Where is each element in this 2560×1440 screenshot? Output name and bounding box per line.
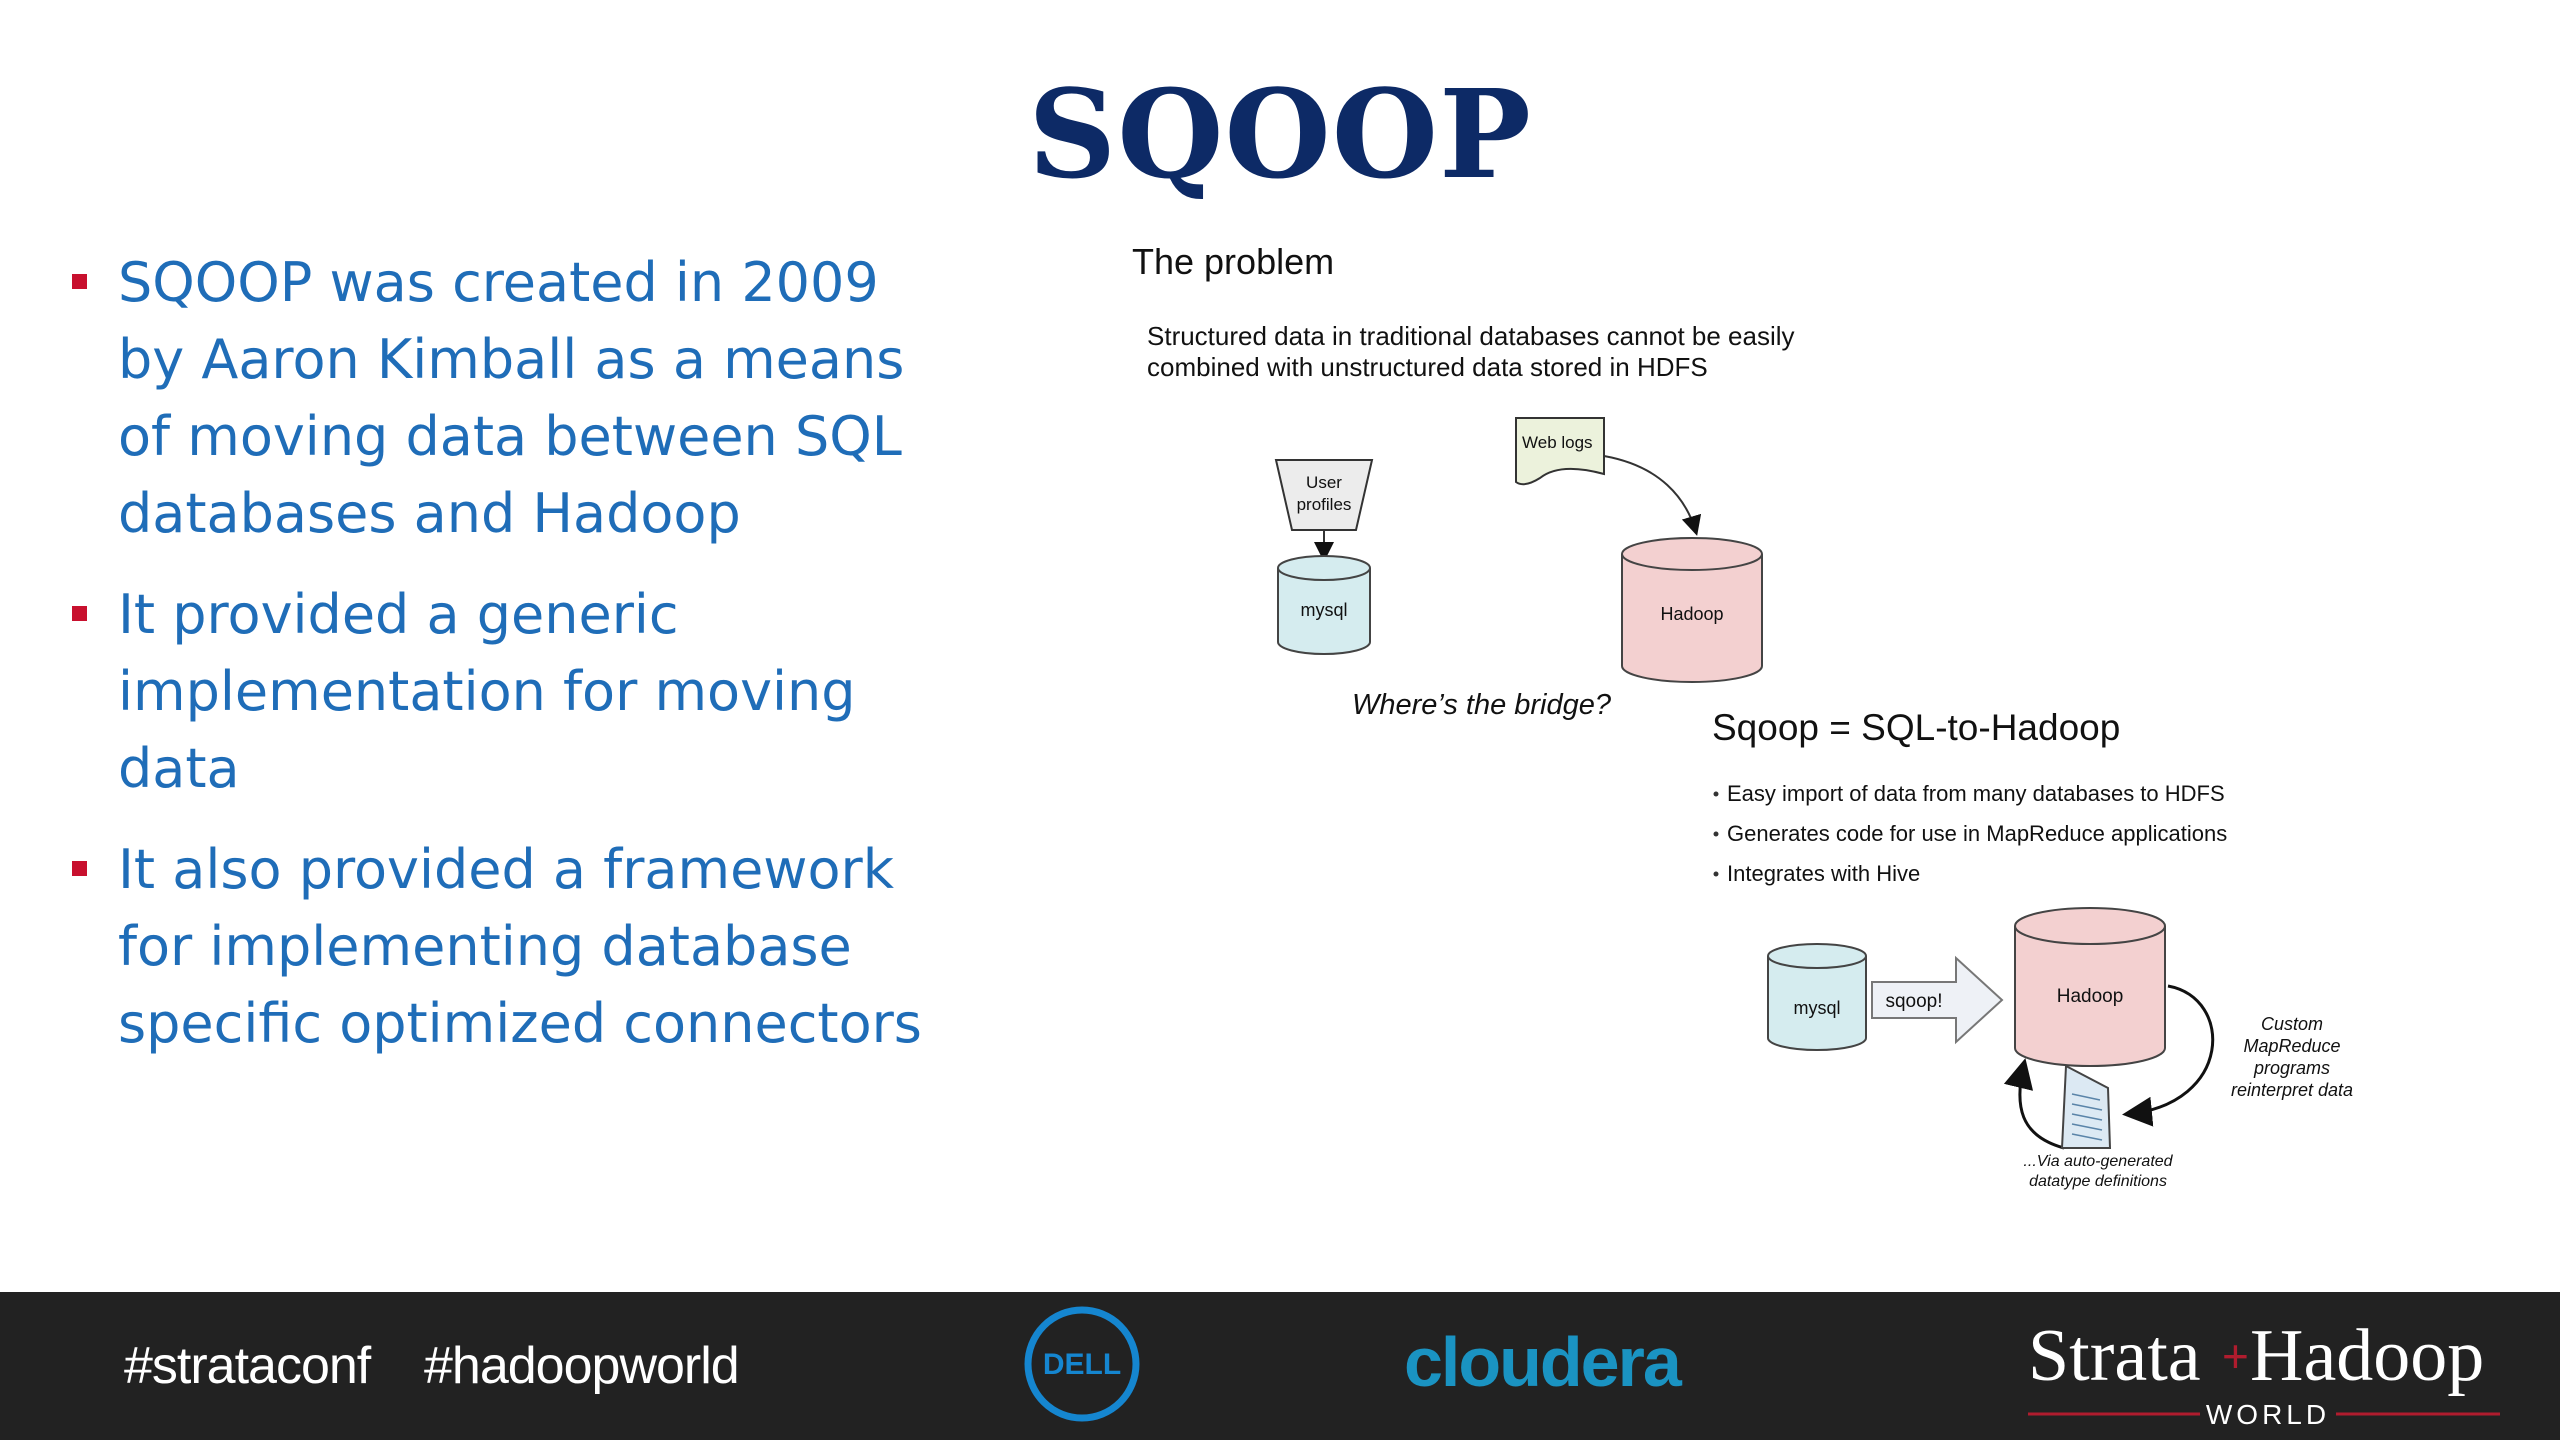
bullet-marker-icon xyxy=(72,274,87,289)
hadoop-top-label: Hadoop xyxy=(1660,604,1723,624)
hashtag-strataconf: #strataconf xyxy=(124,1337,371,1395)
bullet-item: SQOOP was created in 2009 by Aaron Kimba… xyxy=(72,244,932,552)
feature-item: Integrates with Hive xyxy=(1727,861,1920,886)
bullet-text: SQOOP was created in 2009 by Aaron Kimba… xyxy=(118,251,905,545)
feature-item: Easy import of data from many databases … xyxy=(1727,781,2225,806)
hadoop-bottom-cylinder: Hadoop xyxy=(2014,907,2166,1067)
dell-logo-text: DELL xyxy=(1043,1348,1121,1381)
custom-note-line-1: Custom xyxy=(2261,1014,2323,1034)
custom-note-line-2: MapReduce xyxy=(2243,1036,2340,1056)
hadoop-to-definitions-arrow xyxy=(2122,984,2215,1127)
sqoop-arrow: sqoop! xyxy=(1871,955,2004,1045)
mysql-top-label: mysql xyxy=(1300,600,1347,620)
feature-bullet-icon xyxy=(1713,871,1719,877)
problem-heading: The problem xyxy=(1132,241,1334,282)
hashtag-hadoopworld: #hadoopworld xyxy=(424,1337,740,1395)
datatype-definition-file-icon xyxy=(2060,1064,2112,1149)
mysql-bottom-cylinder: mysql xyxy=(1767,943,1867,1051)
hadoop-bottom-label: Hadoop xyxy=(2057,986,2124,1007)
cloudera-logo: cloudera xyxy=(1404,1323,1682,1401)
web-logs-document: Web logs xyxy=(1515,417,1605,486)
sqoop-diagram: The problem Structured data in tradition… xyxy=(1132,241,2353,1190)
strata-hadoop-world-logo: Strata + Hadoop WORLD xyxy=(2028,1315,2500,1430)
bullet-item: It also provided a framework for impleme… xyxy=(72,831,932,1062)
mysql-top-cylinder: mysql xyxy=(1277,555,1371,655)
custom-mapreduce-note: Custom MapReduce programs reinterpret da… xyxy=(2231,1014,2353,1100)
user-profiles-label-2: profiles xyxy=(1297,495,1352,514)
bullet-marker-icon xyxy=(72,606,87,621)
feature-item: Generates code for use in MapReduce appl… xyxy=(1727,821,2227,846)
strata-logo-text: Strata xyxy=(2028,1315,2201,1397)
sqoop-arrow-label: sqoop! xyxy=(1885,991,1942,1012)
autogen-note-line-2: datatype definitions xyxy=(2029,1173,2167,1190)
dell-logo: DELL xyxy=(1024,1306,1140,1422)
mysql-bottom-label: mysql xyxy=(1793,998,1840,1018)
bullet-text: It provided a generic implementation for… xyxy=(118,583,856,800)
bullet-text: It also provided a framework for impleme… xyxy=(118,838,922,1055)
hadoop-logo-text: Hadoop xyxy=(2250,1315,2484,1397)
bullet-item: It provided a generic implementation for… xyxy=(72,576,932,807)
feature-bullet-icon xyxy=(1713,831,1719,837)
autogen-note: ...Via auto-generated datatype definitio… xyxy=(2023,1153,2173,1190)
autogen-note-line-1: ...Via auto-generated xyxy=(2023,1153,2173,1170)
custom-note-line-4: reinterpret data xyxy=(2231,1080,2353,1100)
bridge-question: Where’s the bridge? xyxy=(1352,689,1612,721)
feature-list: Easy import of data from many databases … xyxy=(1713,781,2227,886)
hadoop-top-cylinder: Hadoop xyxy=(1621,537,1763,683)
footer-bar: #strataconf #hadoopworld DELL cloudera S… xyxy=(0,1292,2560,1440)
problem-text-line-1: Structured data in traditional databases… xyxy=(1147,321,1795,351)
problem-text-line-2: combined with unstructured data stored i… xyxy=(1147,352,1708,382)
user-profiles-label-1: User xyxy=(1306,473,1342,492)
definitions-to-hadoop-arrow xyxy=(2003,1058,2065,1150)
slide-title: SQOOP xyxy=(1028,62,1532,206)
weblogs-to-hadoop-arrow xyxy=(1603,455,1702,536)
web-logs-label: Web logs xyxy=(1522,433,1593,452)
world-logo-text: WORLD xyxy=(2206,1399,2330,1430)
sqoop-heading: Sqoop = SQL-to-Hadoop xyxy=(1712,707,2120,748)
user-profiles-shape: User profiles xyxy=(1274,459,1374,531)
strata-logo-plus: + xyxy=(2222,1330,2249,1382)
bullet-list: SQOOP was created in 2009 by Aaron Kimba… xyxy=(72,244,932,1086)
bullet-marker-icon xyxy=(72,861,87,876)
feature-bullet-icon xyxy=(1713,791,1719,797)
custom-note-line-3: programs xyxy=(2253,1058,2330,1078)
